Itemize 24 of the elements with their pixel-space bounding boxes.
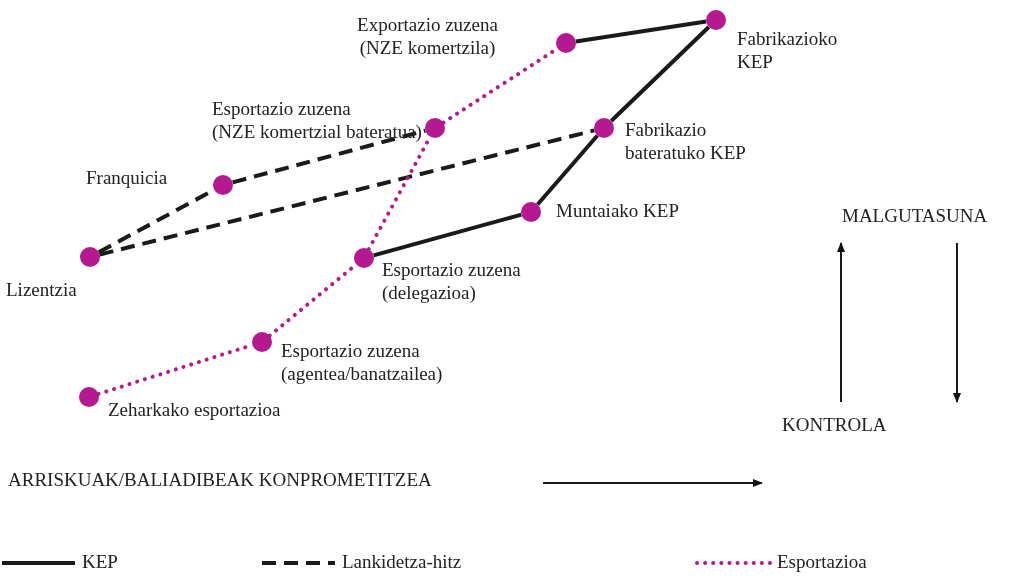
point-label: Fabrikazio bateratuko KEP (625, 119, 746, 165)
connector-line (536, 134, 599, 206)
point-label: Esportazio zuzena (NZE komertzial bateratua) (212, 98, 422, 144)
point-label: Zeharkako esportazioa (108, 399, 281, 422)
point-label: Muntaiako KEP (556, 200, 679, 223)
axis-label: KONTROLA (782, 414, 887, 437)
legend-label: Lankidetza-hitz (342, 551, 462, 574)
connector-line (609, 25, 711, 123)
point-label: Esportazio zuzena (agentea/banatzailea) (281, 340, 443, 386)
legend-label: Esportazioa (777, 551, 867, 574)
legend-label: KEP (82, 551, 118, 574)
point-label: Exportazio zuzena (NZE komertzila) (356, 14, 499, 60)
axis-label: MALGUTASUNA (842, 205, 988, 228)
arrow (837, 242, 845, 403)
point-label: Fabrikazioko KEP (737, 28, 838, 74)
point-label: Esportazio zuzena (delegazioa) (382, 259, 521, 305)
axis-label: ARRISKUAK/BALIADIBEAK KONPROMETITZEA (8, 469, 432, 492)
point-label: Lizentzia (6, 279, 77, 302)
connector-line (373, 212, 522, 258)
point-label: Franquicia (86, 167, 168, 190)
arrow (953, 242, 961, 403)
connector-line (99, 128, 595, 257)
connector-line (232, 128, 426, 185)
connector-line (575, 19, 707, 44)
